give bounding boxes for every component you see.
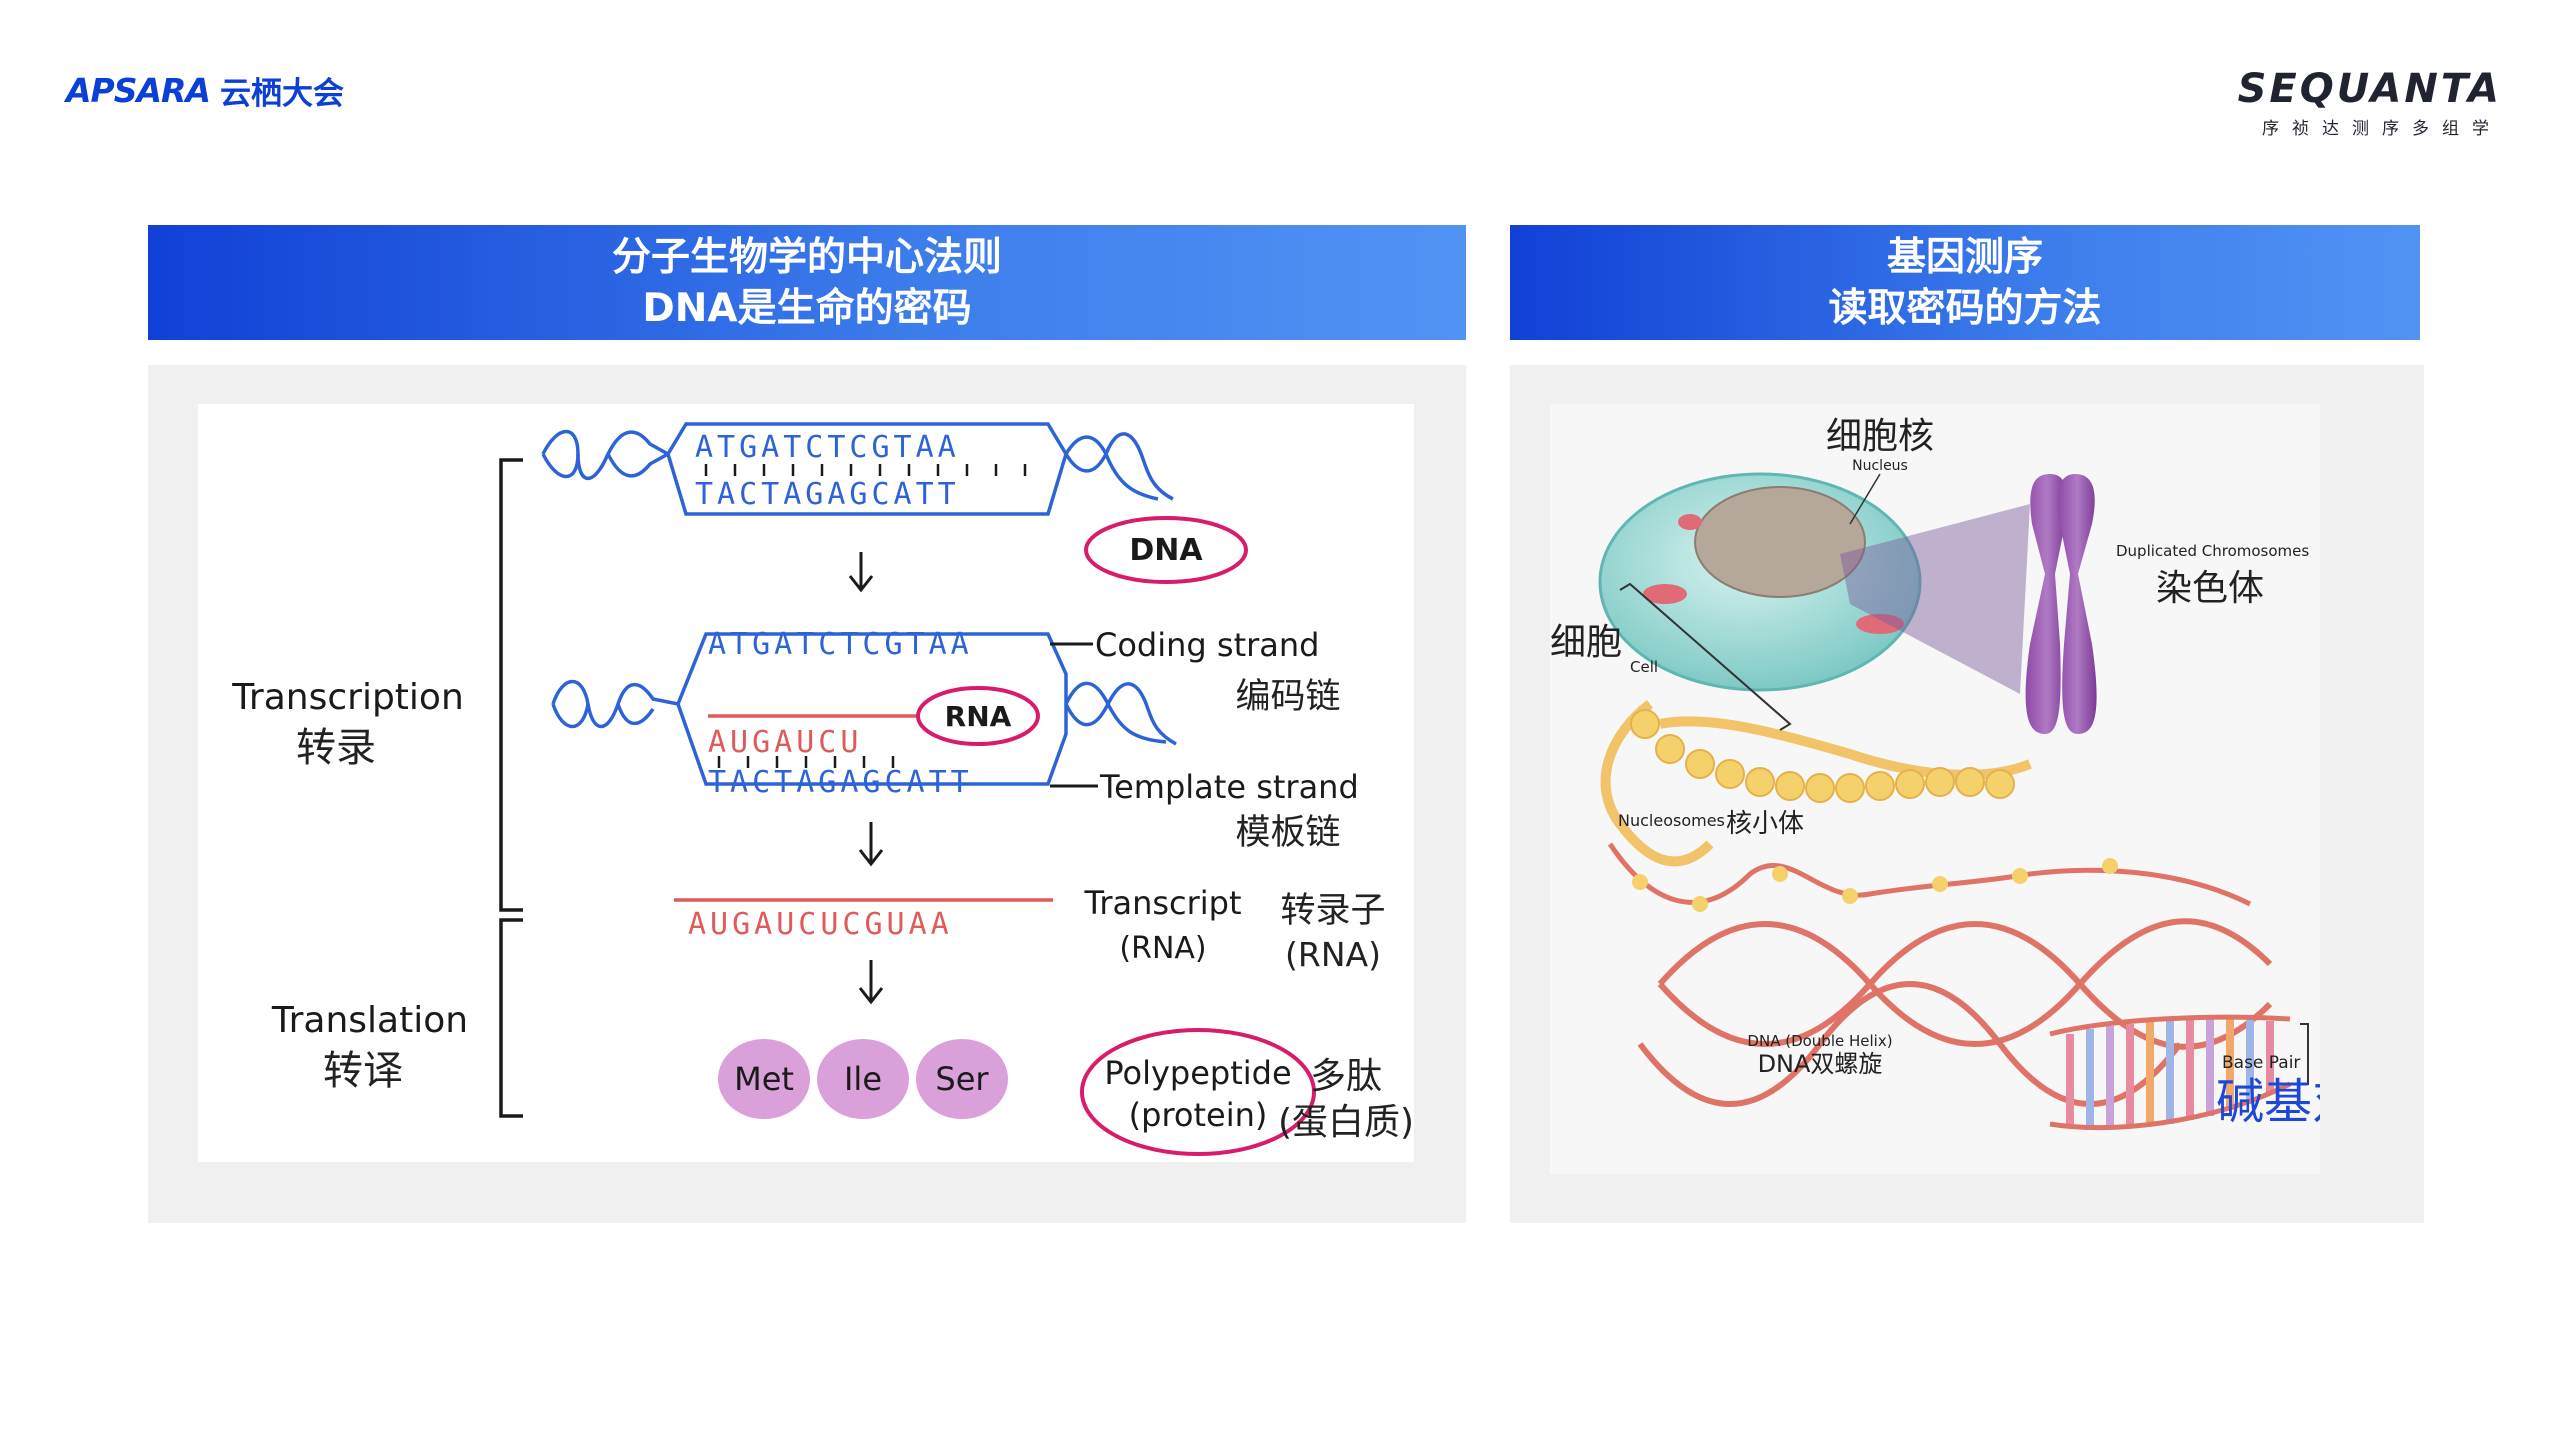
polypeptide-label: Polypeptide	[1104, 1054, 1291, 1092]
cell-cn-label: 细胞	[1550, 622, 1622, 663]
central-dogma-header: 分子生物学的中心法则 DNA是生命的密码	[148, 225, 1466, 340]
genome-hierarchy-figure: 细胞核 Nucleus 细胞 Cell Duplicated Chromosom…	[1550, 404, 2320, 1174]
central-dogma-figure: ATGATCTCGTAA TACTAGAGCATT DNA ATGATCTCGT…	[198, 404, 1414, 1162]
genome-hierarchy-diagram: 细胞核 Nucleus 细胞 Cell Duplicated Chromosom…	[1550, 404, 2320, 1174]
nucleus-cn-label: 细胞核	[1826, 416, 1934, 457]
dna-top-strand-seq: ATGATCTCGTAA	[695, 430, 960, 465]
transcript-label-rna: (RNA)	[1119, 931, 1206, 966]
chromosome-en-label: Duplicated Chromosomes	[2116, 542, 2309, 560]
template-strand-seq: TACTAGAGCATT	[708, 765, 973, 800]
dna-helix-cn-label: DNA双螺旋	[1758, 1050, 1883, 1078]
central-dogma-title: 分子生物学的中心法则	[148, 232, 1466, 283]
coding-strand-label: Coding strand	[1095, 626, 1319, 664]
arrow-dna-to-transcription	[850, 552, 872, 590]
amino-acid-chain: Met Ile Ser	[718, 1039, 1008, 1119]
dna-top-base-ticks	[706, 464, 1025, 476]
nucleus-shape	[1695, 487, 1865, 597]
cell-en-label: Cell	[1630, 658, 1658, 676]
transcription-bracket	[501, 460, 523, 910]
transcript-cn: 转录子	[1280, 891, 1385, 931]
central-dogma-subtitle: DNA是生命的密码	[148, 283, 1466, 334]
nucleus-en-label: Nucleus	[1852, 458, 1908, 474]
amino-acid-ile-label: Ile	[844, 1060, 882, 1098]
dna-double-helix	[1640, 921, 2270, 1104]
sequanta-logo-word: SEQUANTA	[2182, 66, 2502, 112]
transcript-cn-rna: (RNA)	[1285, 935, 1381, 974]
sequencing-title: 基因测序	[1510, 232, 2420, 283]
sequencing-header: 基因测序 读取密码的方法	[1510, 225, 2420, 340]
rna-partial-seq: AUGAUCU	[708, 725, 862, 760]
template-strand-label: Template strand	[1099, 768, 1359, 806]
sequanta-logo-cn: 序祯达测序多组学	[2182, 114, 2502, 139]
polypeptide-cn: 多肽	[1310, 1056, 1382, 1097]
transcript-seq: AUGAUCUCGUAA	[688, 907, 953, 942]
chromosome-illustration	[2026, 474, 2097, 734]
coding-strand-cn: 编码链	[1235, 677, 1340, 717]
sequanta-logo: SEQUANTA 序祯达测序多组学	[2182, 66, 2502, 139]
dna-label: DNA	[1129, 533, 1203, 568]
template-strand-cn: 模板链	[1235, 813, 1340, 853]
mitochondrion-shape	[1678, 514, 1702, 530]
apsara-logo-cn: 云栖大会	[220, 68, 344, 113]
amino-acid-met-label: Met	[734, 1060, 794, 1098]
coding-strand-seq: ATGATCTCGTAA	[708, 627, 973, 662]
arrow-to-transcript	[860, 822, 882, 864]
nucleosome-en-label: Nucleosomes	[1618, 811, 1725, 830]
amino-acid-ser-label: Ser	[935, 1060, 989, 1098]
transcription-label: Transcription	[231, 677, 464, 718]
arrow-to-translation	[860, 960, 882, 1002]
apsara-logo: APSARA 云栖大会	[66, 70, 344, 110]
translation-label: Translation	[271, 1000, 468, 1041]
polypeptide-cn-protein: (蛋白质)	[1278, 1102, 1414, 1143]
dna-bottom-strand-seq: TACTAGAGCATT	[695, 477, 960, 512]
central-dogma-diagram: ATGATCTCGTAA TACTAGAGCATT DNA ATGATCTCGT…	[198, 404, 1414, 1162]
string-beads	[1632, 858, 2118, 912]
transcript-label: Transcript	[1083, 884, 1241, 922]
apsara-logo-word: APSARA	[66, 71, 210, 110]
polypeptide-label-protein: (protein)	[1129, 1096, 1268, 1134]
translation-cn: 转译	[323, 1048, 403, 1094]
base-pair-en-label: Base Pair	[2222, 1053, 2300, 1073]
dna-helix-en-label: DNA (Double Helix)	[1747, 1032, 1892, 1050]
chromosome-cn-label: 染色体	[2156, 568, 2264, 609]
rna-label: RNA	[945, 700, 1012, 733]
base-pair-cn-label: 碱基对	[2216, 1074, 2320, 1130]
transcription-cn: 转录	[296, 725, 376, 771]
translation-bracket	[501, 920, 523, 1116]
sequencing-subtitle: 读取密码的方法	[1510, 283, 2420, 334]
nucleosome-cn-label: 核小体	[1726, 809, 1804, 839]
